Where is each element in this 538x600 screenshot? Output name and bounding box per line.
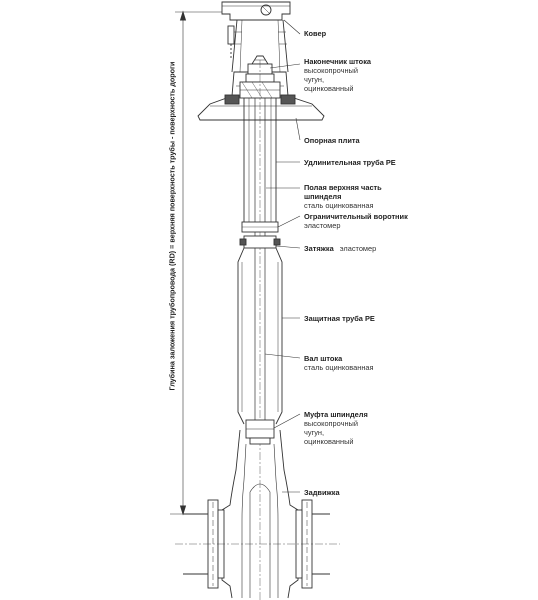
label-subtitle: высокопрочный чугун, оцинкованный [304,66,358,93]
label-title: Ограничительный воротник [304,212,408,221]
label-title: Опорная плита [304,136,360,145]
label-title: Полая верхняя часть шпинделя [304,183,382,201]
label-title: Вал штока [304,354,343,363]
depth-dimension-label: Глубина заложения трубопровода (RD) = ве… [167,61,177,391]
label-tightening-band: Затяжка эластомер [304,244,376,253]
label-subtitle: эластомер [304,221,341,230]
label-stem-shaft: Вал штока сталь оцинкованная [304,354,374,372]
protective-pipe [237,247,283,425]
stem-shaft [254,60,266,600]
label-title: Муфта шпинделя [304,410,368,419]
limit-collar [241,221,279,233]
spindle-coupling [245,419,275,445]
label-title: Затяжка [304,244,334,253]
depth-dimension-line [170,10,225,516]
label-hollow-spindle: Полая верхняя часть шпинделя сталь оцинк… [304,183,384,210]
label-subtitle: эластомер [339,244,377,253]
label-subtitle: высокопрочный чугун, оцинкованный [304,419,358,446]
label-support-plate: Опорная плита [304,136,360,145]
label-limit-collar: Ограничительный воротник эластомер [304,212,408,230]
label-title: Удлинительная труба PE [304,158,396,167]
surface-box [221,1,291,73]
leader-lines [264,19,301,493]
label-stem-tip: Наконечник штока высокопрочный чугун, оц… [304,57,374,93]
label-protective-pipe: Защитная труба PE [304,314,375,323]
label-subtitle: сталь оцинкованная [304,363,374,372]
label-title: Защитная труба PE [304,314,375,323]
extension-pipe [243,98,277,224]
label-gate-valve: Задвижка [304,488,340,497]
label-subtitle: сталь оцинкованная [304,201,374,210]
label-title: Задвижка [304,488,340,497]
tightening-band [239,235,281,249]
label-extension-pipe: Удлинительная труба PE [304,158,396,167]
label-spindle-coupling: Муфта шпинделя высокопрочный чугун, оцин… [304,410,372,446]
gate-valve-body [175,429,340,599]
label-title: Наконечник штока [304,57,372,66]
label-title: Ковер [304,29,327,38]
label-surface-box: Ковер [304,29,326,38]
